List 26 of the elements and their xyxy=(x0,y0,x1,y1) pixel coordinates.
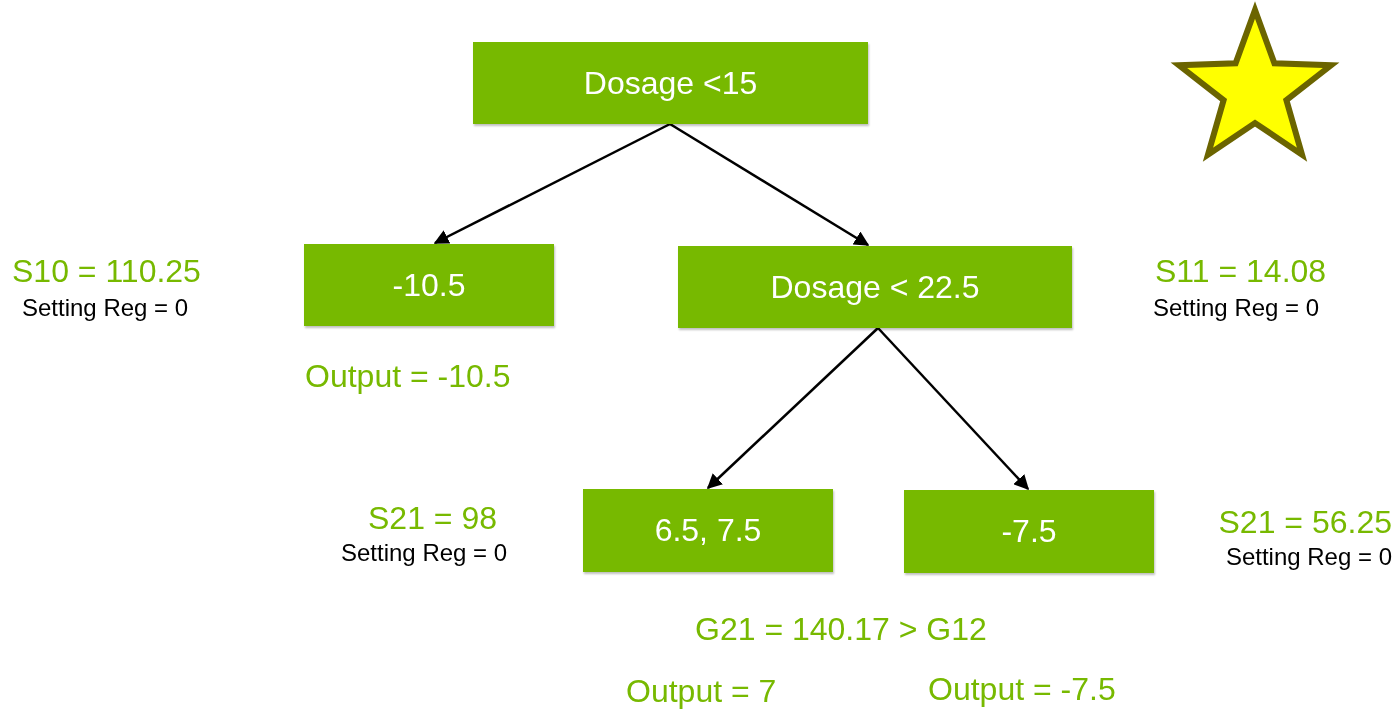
arrow xyxy=(669,122,870,247)
decision-box xyxy=(904,490,1154,573)
value-label: S21 = 56.25 xyxy=(1218,506,1392,538)
value-label: G21 = 140.17 > G12 xyxy=(695,613,987,645)
decision-box xyxy=(583,489,833,572)
arrow xyxy=(706,327,879,490)
node-text: Dosage < 22.5 xyxy=(770,268,980,306)
arrow xyxy=(877,327,1029,491)
node-text: -10.5 xyxy=(392,266,466,304)
arrow xyxy=(433,122,671,245)
decision-box xyxy=(304,244,554,326)
decision-box xyxy=(678,246,1072,328)
node-text: Dosage <15 xyxy=(583,64,758,102)
decision-box xyxy=(473,42,868,124)
value-label: Output = -10.5 xyxy=(305,360,511,392)
setting-note: Setting Reg = 0 xyxy=(1225,545,1392,569)
value-label: S21 = 98 xyxy=(368,502,497,534)
setting-note: Setting Reg = 0 xyxy=(341,541,508,565)
value-label: S11 = 14.08 xyxy=(1155,255,1327,287)
node-text: -7.5 xyxy=(1001,513,1057,550)
node-text: 6.5, 7.5 xyxy=(654,512,762,549)
setting-note: Setting Reg = 0 xyxy=(1153,296,1320,320)
setting-note: Setting Reg = 0 xyxy=(22,296,189,320)
value-label: Output = 7 xyxy=(626,675,777,707)
value-label: Output = -7.5 xyxy=(928,673,1116,705)
value-label: S10 = 110.25 xyxy=(12,255,201,287)
